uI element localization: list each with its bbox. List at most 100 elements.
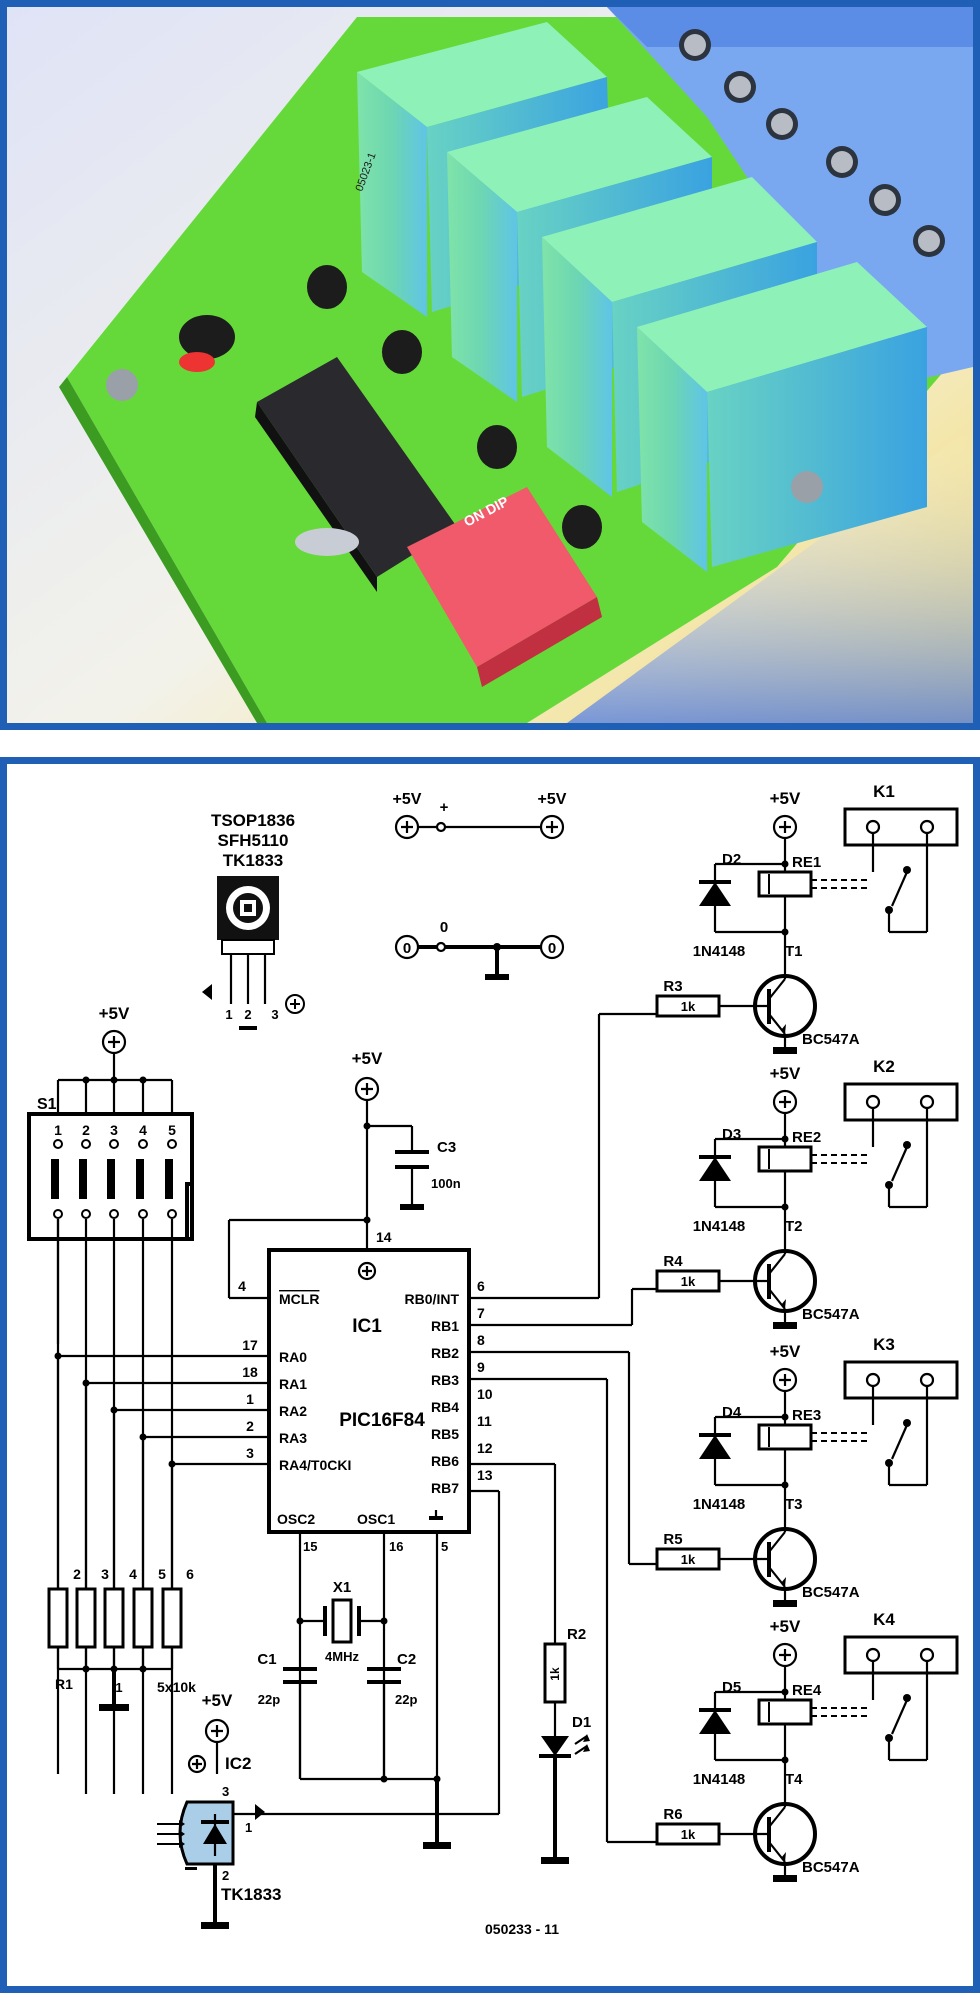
ground-icon [429,1516,443,1520]
ic2-label: IC2 [225,1754,251,1773]
connector-block [843,807,959,847]
ir-receiver [179,315,235,359]
plus5-label: +5V [99,1004,130,1023]
ic2-plus-icon [187,1754,207,1774]
ic1-pin-num: 7 [477,1305,485,1321]
r1-common-pin: 1 [115,1680,122,1695]
ic2-pin-3: 3 [222,1784,229,1799]
r1-value: 5x10k [157,1679,196,1695]
ic1-pin-label: RB6 [431,1453,459,1469]
ic1-pin-label: OSC1 [357,1511,395,1527]
plus5-label: +5V [770,1064,801,1083]
dip-switch-s1: +5V S1 1 2 3 4 5 [27,1004,194,1774]
r2-value: 1k [548,1667,562,1681]
transistor [382,330,422,374]
relay-coil [757,1423,813,1451]
d1-label: D1 [572,1714,591,1731]
ic1-pin-label: RB3 [431,1372,459,1388]
relay-4 [637,262,927,572]
diode-part-label: 1N4148 [693,1496,746,1513]
ir-pin-1: 1 [225,1007,232,1022]
ic1-pin-label: RB4 [431,1399,459,1415]
pcb-photo: ON DIP 05023-1 [7,7,973,723]
ic1-part: PIC16F84 [339,1410,425,1431]
ic1-pin-label: RB2 [431,1345,459,1361]
c1-value: 22p [258,1692,280,1707]
resistor-label: R5 [663,1531,682,1548]
s1-pin-5: 5 [168,1122,176,1138]
photo-panel: ON DIP 05023-1 [0,0,980,730]
resistor-label: R4 [663,1253,683,1270]
ic1-pin-label: RB0/INT [405,1291,460,1307]
ic1-pin-num: 2 [246,1418,254,1434]
connector-block [843,1082,959,1122]
base-resistor [655,994,721,1018]
ir-input-wire [227,1489,501,1816]
output-arrow-icon [255,1804,265,1820]
r1-pin-4: 4 [129,1566,137,1582]
schematic-diagram: TSOP1836 SFH5110 TK1833 1 2 3 +5V +5V + … [27,782,959,1937]
resistor-network-r1: 2 3 4 5 6 1 R1 5x10k [47,1356,196,1711]
ic1-pin-num: 10 [477,1386,493,1402]
ic1-pin-num: 18 [242,1364,258,1380]
ic1-pin-num: 9 [477,1359,485,1375]
zero-label: 0 [548,940,556,957]
r1-pin-5: 5 [158,1566,166,1582]
base-resistor [655,1547,721,1571]
ground-icon [185,1867,197,1870]
base-resistor [655,1269,721,1293]
plus5-label: +5V [202,1691,233,1710]
ic1-pin-label: RB1 [431,1318,459,1334]
diode-label: D2 [722,851,741,868]
relay-label: RE4 [792,1682,822,1699]
supply-plus5-label: +5V [538,791,567,808]
c2-value: 22p [395,1692,417,1707]
resistor-value: 1k [681,1274,696,1289]
ic1-pin-label: RA1 [279,1376,307,1392]
diode-icon [699,882,731,906]
ic1-pin-num: 15 [303,1539,317,1554]
transistor-label: T4 [785,1771,803,1788]
supply-plus-sign: + [440,799,449,816]
ir-pin-2: 2 [244,1007,251,1022]
diode-label: D4 [722,1404,742,1421]
diode-icon [699,1710,731,1734]
screw [791,471,823,503]
ic1-pin-label: OSC2 [277,1511,315,1527]
ir-name-3: TK1833 [223,851,283,870]
r1-pin-6: 6 [186,1566,194,1582]
ic2-ir-receiver: +5V IC2 3 1 2 TK1833 [157,1691,281,1929]
r1-pin-3: 3 [101,1566,109,1582]
connector-label: K3 [873,1335,895,1354]
ground-icon [541,1857,569,1864]
transistor-label: T1 [785,943,803,960]
ic1-pin-label: RA3 [279,1430,307,1446]
ic2-pin-1: 1 [245,1820,252,1835]
ir-name-1: TSOP1836 [211,811,295,830]
ic1-pin-num: 5 [441,1539,448,1554]
plus-terminal-icon [285,994,305,1014]
diode-icon [699,1435,731,1459]
schematic-panel: TSOP1836 SFH5110 TK1833 1 2 3 +5V +5V + … [0,757,980,1993]
transistor [477,425,517,469]
ic1-pin-num: 17 [242,1337,258,1353]
connector-block [843,1635,959,1675]
ic1-pin-num: 12 [477,1440,493,1456]
transistor [307,265,347,309]
relay-label: RE3 [792,1407,821,1424]
ic1-pin-label: RA2 [279,1403,307,1419]
diode-label: D5 [722,1679,741,1696]
ground-icon [423,1842,451,1849]
ground-icon [773,1600,797,1607]
transistor-label: T3 [785,1496,803,1513]
x1-value: 4MHz [325,1649,359,1664]
ground-icon [239,1026,257,1030]
c1-label: C1 [257,1651,276,1668]
relay-label: RE2 [792,1129,821,1146]
connector-block [843,1360,959,1400]
output-arrow-icon [202,984,212,1000]
base-resistor [655,1822,721,1846]
ic1-pin-num: 8 [477,1332,485,1348]
